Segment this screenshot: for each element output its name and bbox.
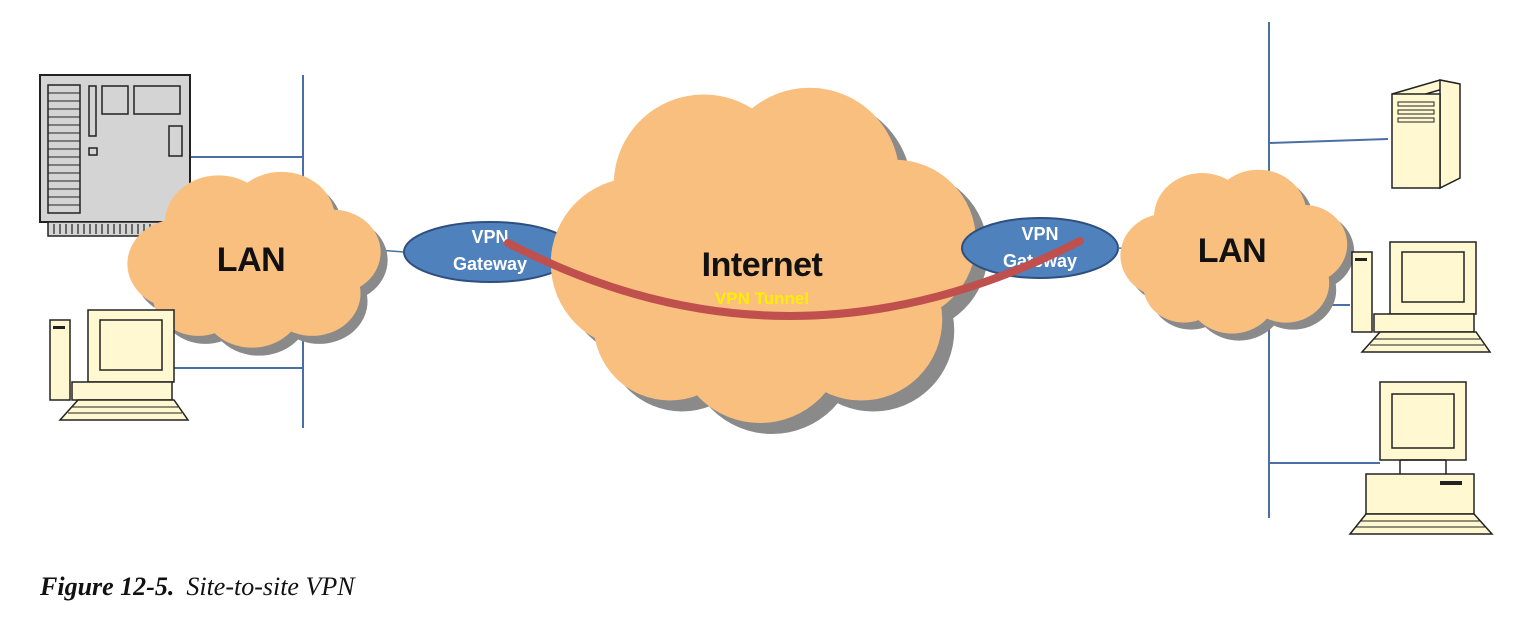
left-site: LAN xyxy=(39,74,405,428)
figure-caption: Figure 12-5. Site-to-site VPN xyxy=(40,572,355,602)
figure-title: Site-to-site VPN xyxy=(186,572,355,601)
server-rack-icon xyxy=(39,74,191,237)
left-gateway-label-line2: Gateway xyxy=(453,254,527,274)
left-lan-label: LAN xyxy=(217,241,285,279)
right-gateway-label-line1: VPN xyxy=(1021,224,1058,244)
desktop-computer-icon xyxy=(1348,381,1494,535)
desktop-computer-icon xyxy=(49,309,189,421)
vpn-tunnel-label: VPN Tunnel xyxy=(715,289,809,308)
desktop-computer-icon xyxy=(1351,241,1491,353)
right-lan-label: LAN xyxy=(1198,232,1266,270)
right-site: LAN xyxy=(1117,22,1494,535)
site-to-site-vpn-diagram: LAN VPN Gateway Internet VPN Gateway VPN… xyxy=(39,22,1494,535)
right-lan-cloud: LAN xyxy=(1120,169,1355,341)
left-lan-cloud: LAN xyxy=(127,171,388,356)
vpn-tunnel: VPN Tunnel xyxy=(504,237,1084,320)
figure-number: Figure 12-5. xyxy=(40,572,175,601)
right-vpn-gateway: VPN Gateway xyxy=(961,217,1119,279)
internet-cloud: Internet xyxy=(550,87,988,434)
tower-server-icon xyxy=(1391,79,1461,190)
left-vpn-gateway: VPN Gateway xyxy=(403,221,577,283)
left-gateway-label-line1: VPN xyxy=(471,227,508,247)
internet-label: Internet xyxy=(702,246,823,284)
